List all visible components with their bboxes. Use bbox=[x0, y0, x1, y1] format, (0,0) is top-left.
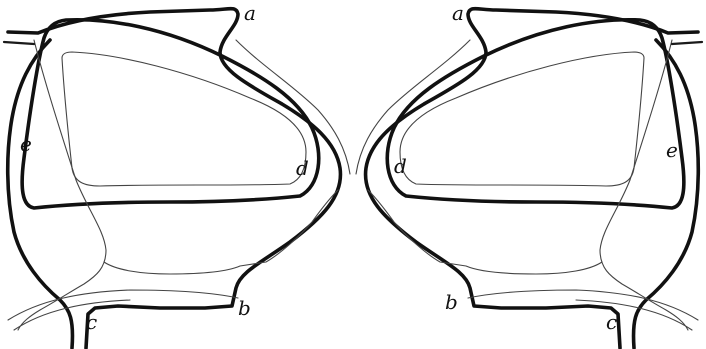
left-label-a: a bbox=[244, 3, 256, 23]
right-label-b: b bbox=[445, 292, 458, 312]
left-label-c: c bbox=[86, 312, 97, 332]
right-label-e: e bbox=[666, 140, 678, 160]
right-label-d: d bbox=[394, 156, 407, 176]
right-label-c: c bbox=[606, 312, 617, 332]
right-label-a: a bbox=[452, 3, 464, 23]
right-inner-contour bbox=[600, 40, 688, 330]
left-top-band bbox=[4, 42, 34, 44]
left-label-d: d bbox=[296, 158, 309, 178]
left-midline-contour bbox=[236, 40, 350, 174]
left-cavity-inner-line bbox=[62, 52, 306, 186]
right-lateral-wall bbox=[634, 40, 699, 348]
right-top-band bbox=[672, 42, 702, 44]
right-half bbox=[356, 9, 702, 348]
left-inner-contour bbox=[18, 40, 106, 330]
right-midline-contour bbox=[356, 40, 470, 174]
left-lateral-wall bbox=[8, 40, 73, 348]
left-label-b: b bbox=[238, 298, 251, 318]
right-cavity-inner-line bbox=[400, 52, 644, 186]
left-label-e: e bbox=[20, 134, 32, 154]
